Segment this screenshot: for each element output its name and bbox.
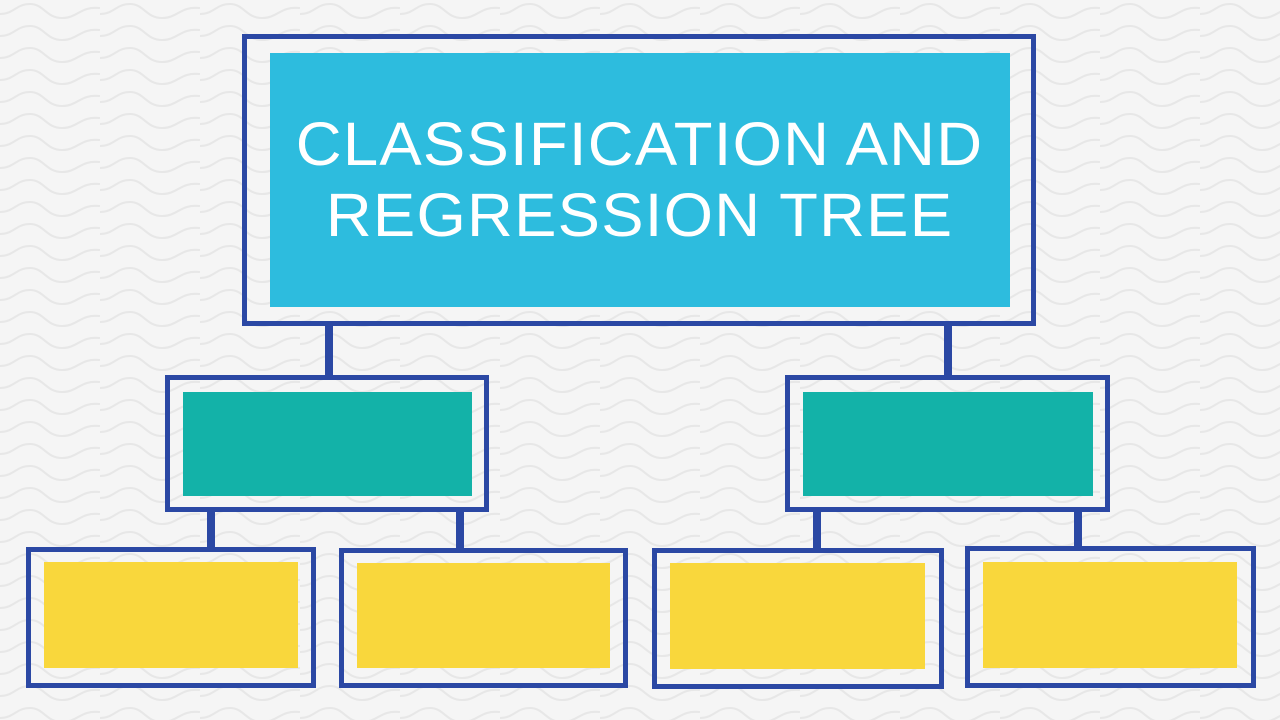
title-node-label: CLASSIFICATION AND REGRESSION TREE [296,110,984,249]
connector-right-branch-to-child-4 [1074,508,1082,550]
level2-node-2-fill[interactable] [803,392,1093,496]
connector-right-branch-to-child-3 [813,508,821,550]
level2-node-2-frame[interactable] [785,375,1110,512]
level3-node-1-fill[interactable] [44,562,298,668]
level2-node-1-frame[interactable] [165,375,489,512]
connector-title-to-right-branch [944,323,952,377]
level3-node-2-fill[interactable] [357,563,610,668]
title-node-fill[interactable]: CLASSIFICATION AND REGRESSION TREE [270,53,1010,307]
connector-left-branch-to-child-1 [207,508,215,550]
level3-node-3-fill[interactable] [670,563,925,669]
connector-title-to-left-branch [325,323,333,377]
level3-node-4-frame[interactable] [965,546,1256,688]
title-node-frame[interactable] [242,34,1036,326]
level3-node-2-frame[interactable] [339,548,628,688]
level2-node-1-fill[interactable] [183,392,472,496]
level3-node-1-frame[interactable] [26,547,316,688]
level3-node-3-frame[interactable] [652,548,944,689]
level3-node-4-fill[interactable] [983,562,1237,668]
connector-left-branch-to-child-2 [456,508,464,550]
